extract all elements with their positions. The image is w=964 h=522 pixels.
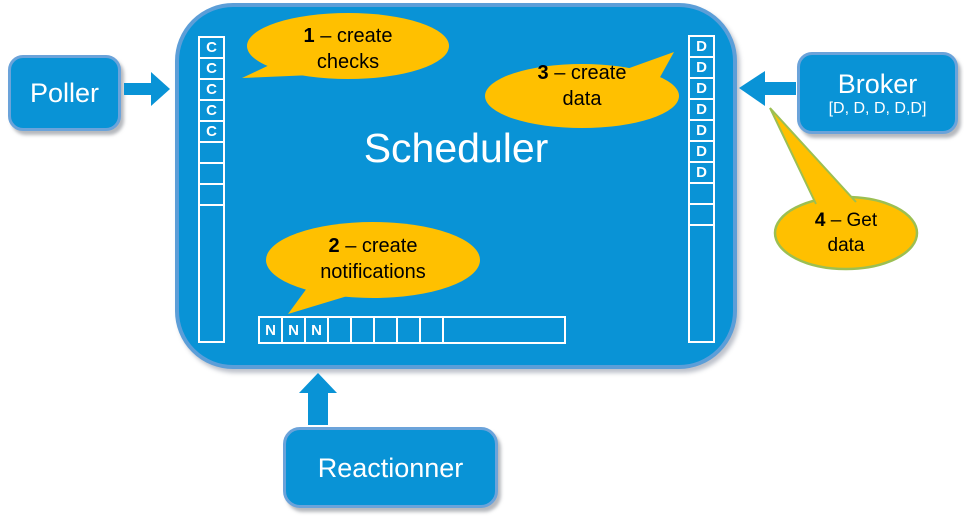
check-cell [198, 183, 225, 206]
data-cell: D [688, 77, 715, 100]
callout-2-bubble [266, 222, 480, 314]
queue-wide-cell [442, 316, 566, 344]
reactionner-label: Reactionner [317, 452, 464, 483]
broker-box: Broker [D, D, D, D,D] [797, 52, 958, 134]
notifications-queue: N N N [258, 316, 566, 344]
broker-queue-text: [D, D, D, D,D] [828, 99, 927, 117]
arrow-up-icon [299, 373, 337, 425]
data-cell: D [688, 119, 715, 142]
arrow-left-icon [739, 71, 796, 106]
data-cell: D [688, 161, 715, 184]
callout-2-text: 2 – create notifications [320, 235, 426, 283]
check-cell [198, 141, 225, 164]
callout-step-number: 2 [328, 235, 340, 257]
check-cell: C [198, 78, 225, 101]
data-cell [688, 182, 715, 205]
checks-queue: C C C C C [198, 36, 225, 343]
callout-1-text: 1 – create checks [303, 25, 393, 73]
callout-step-number: 4 [814, 210, 826, 231]
callout-4-bubble [769, 107, 919, 271]
callout-3-text: 3 – create data [537, 62, 627, 110]
reactionner-box: Reactionner [283, 427, 498, 508]
scheduler-title: Scheduler [363, 125, 549, 171]
queue-tall-cell [198, 204, 225, 343]
callout-1-bubble [242, 13, 449, 79]
callout-4-text: 4 – Get data [814, 210, 878, 256]
callout-step-number: 1 [303, 25, 315, 47]
callout-3-bubble [485, 52, 679, 128]
check-cell: C [198, 120, 225, 143]
data-cell: D [688, 56, 715, 79]
data-cell [688, 203, 715, 226]
check-cell: C [198, 99, 225, 122]
poller-box: Poller [8, 55, 121, 131]
check-cell: C [198, 36, 225, 59]
callout-step-number: 3 [537, 62, 549, 84]
data-cell: D [688, 35, 715, 58]
queue-tall-cell [688, 224, 715, 343]
data-cell: D [688, 98, 715, 121]
broker-label: Broker [837, 68, 918, 99]
data-queue: D D D D D D D [688, 35, 715, 343]
poller-label: Poller [29, 78, 100, 108]
check-cell [198, 162, 225, 185]
data-cell: D [688, 140, 715, 163]
check-cell: C [198, 57, 225, 80]
arrow-right-icon [124, 72, 170, 106]
